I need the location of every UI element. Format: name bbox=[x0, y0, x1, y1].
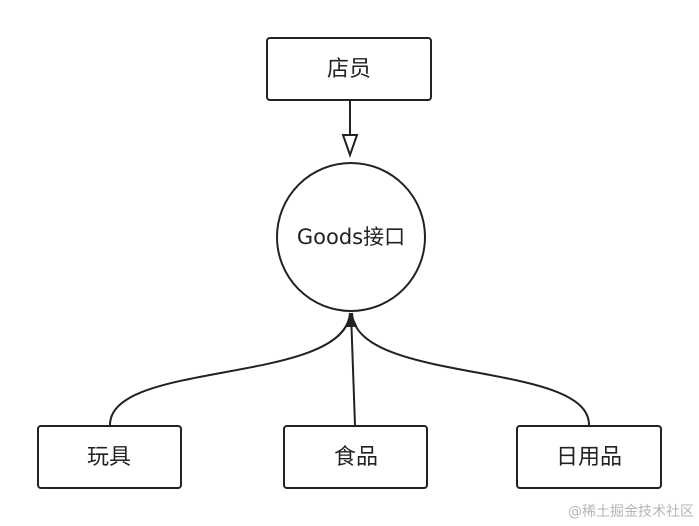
daily-goods-box bbox=[516, 425, 662, 489]
goods-interface-label: Goods接口 bbox=[297, 225, 405, 249]
food-label: 食品 bbox=[334, 445, 378, 470]
toy-label: 玩具 bbox=[87, 445, 131, 470]
watermark-text: @稀土掘金技术社区 bbox=[568, 504, 694, 520]
toy-to-interface-connector bbox=[109, 312, 351, 426]
clerk-label: 店员 bbox=[327, 57, 371, 82]
daily-goods-label: 日用品 bbox=[556, 445, 622, 470]
food-box bbox=[283, 425, 428, 489]
food-to-interface-connector bbox=[345, 312, 358, 426]
goods-interface-circle bbox=[276, 162, 426, 312]
toy-box bbox=[37, 425, 182, 489]
daily-goods-to-interface-connector bbox=[351, 312, 590, 426]
hollow-arrowhead bbox=[341, 134, 359, 159]
